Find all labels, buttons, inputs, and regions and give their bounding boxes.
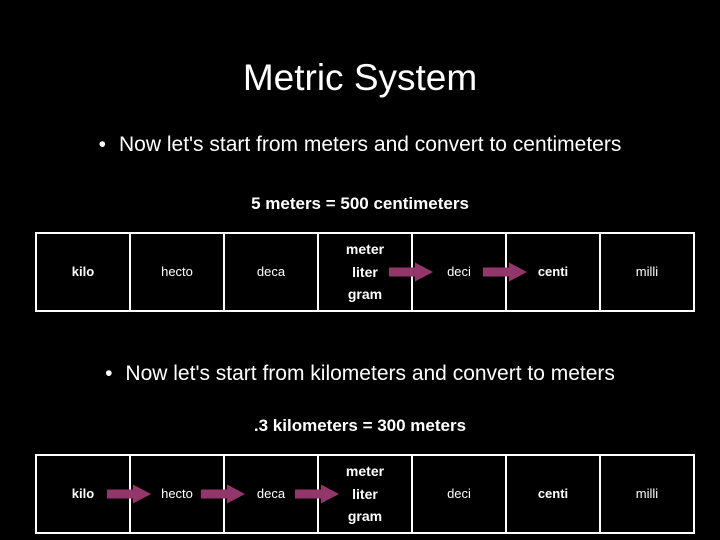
prefix-cell-deci-2[interactable]: deci [413, 456, 507, 532]
prefix-label: centi [537, 264, 569, 280]
unit-label-meter: meter [345, 240, 385, 257]
bullet-text-1: Now let's start from meters and convert … [119, 133, 622, 156]
prefix-label: kilo [71, 264, 95, 280]
prefix-cell-base-units-1[interactable]: meter liter gram [319, 234, 433, 310]
slide-bottom-edge [0, 536, 720, 540]
prefix-cell-base-units-2[interactable]: meter liter gram [319, 456, 413, 532]
bullet-line-2: • Now let's start from kilometers and co… [0, 362, 720, 386]
prefix-label: kilo [71, 486, 95, 502]
prefix-cell-centi-2[interactable]: centi [507, 456, 601, 532]
prefix-label: deca [256, 264, 286, 280]
bullet-line-1: • Now let's start from meters and conver… [0, 133, 720, 157]
unit-label-gram: gram [347, 286, 383, 303]
prefix-cell-hecto-2[interactable]: hecto [131, 456, 245, 532]
prefix-cell-kilo-2[interactable]: kilo [37, 456, 151, 532]
prefix-label: centi [537, 486, 569, 502]
prefix-table-1: kilo hecto deca meter liter gram deci [35, 232, 695, 312]
prefix-cell-hecto-1[interactable]: hecto [131, 234, 225, 310]
prefix-label: hecto [161, 264, 193, 280]
prefix-label: hecto [161, 486, 193, 502]
equation-caption-1: 5 meters = 500 centimeters [251, 194, 469, 213]
unit-label-meter: meter [345, 462, 385, 479]
prefix-label: milli [635, 486, 659, 502]
bullet-text-2: Now let's start from kilometers and conv… [125, 362, 615, 385]
bullet-icon: • [98, 133, 106, 156]
equation-caption-2: .3 kilometers = 300 meters [253, 416, 467, 435]
bullet-icon: • [105, 362, 113, 385]
unit-label-gram: gram [347, 508, 383, 525]
prefix-label: deca [256, 486, 286, 502]
unit-label-liter: liter [352, 485, 378, 502]
prefix-cell-centi-1[interactable]: centi [507, 234, 601, 310]
prefix-label: milli [635, 264, 659, 280]
prefix-table-2: kilo hecto deca mete [35, 454, 695, 534]
prefix-cell-milli-1[interactable]: milli [601, 234, 693, 310]
prefix-cell-deci-1[interactable]: deci [413, 234, 527, 310]
prefix-cell-milli-2[interactable]: milli [601, 456, 693, 532]
prefix-cell-kilo-1[interactable]: kilo [37, 234, 131, 310]
prefix-label: deci [447, 264, 471, 280]
page-title: Metric System [242, 57, 478, 98]
unit-label-liter: liter [352, 263, 378, 280]
prefix-cell-deca-1[interactable]: deca [225, 234, 319, 310]
prefix-label: deci [447, 486, 471, 502]
prefix-cell-deca-2[interactable]: deca [225, 456, 339, 532]
